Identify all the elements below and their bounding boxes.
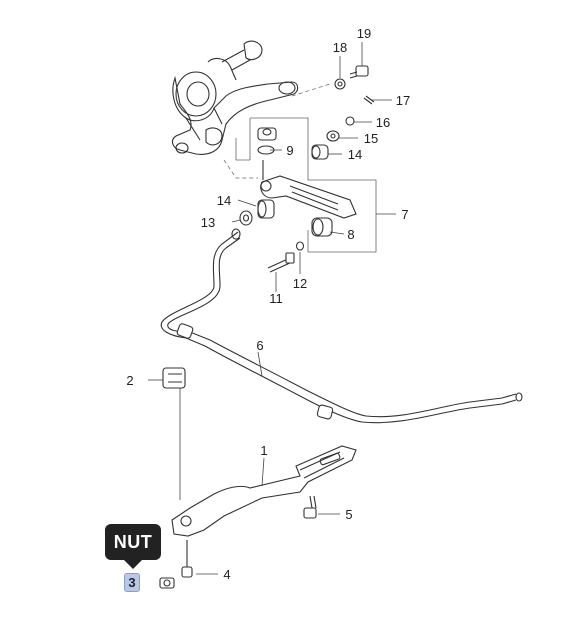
callout-14-lower[interactable]: 14 [217,193,231,208]
part-14-bushing-lower[interactable] [257,199,275,219]
steering-knuckle[interactable] [171,40,299,155]
part-name-tooltip: NUT [105,524,161,560]
part-14-bushing-upper[interactable] [311,144,329,160]
callout-15[interactable]: 15 [364,131,378,146]
callout-3-highlighted[interactable]: 3 [124,573,140,592]
part-2-bushing[interactable] [162,367,186,389]
callout-5[interactable]: 5 [345,507,352,522]
link-assembly-box [250,117,377,253]
stabilizer-bar[interactable] [160,228,523,424]
knuckle-bracket-box [235,138,250,161]
callout-12[interactable]: 12 [293,276,307,291]
tooltip-arrow [124,560,142,569]
part-15-washer[interactable] [326,130,340,142]
callout-7[interactable]: 7 [401,207,408,222]
callout-6[interactable]: 6 [256,338,263,353]
leader-lines [148,42,396,575]
callout-4[interactable]: 4 [223,567,230,582]
part-11-bolt[interactable] [267,252,295,273]
part-18-washer[interactable] [334,78,346,90]
part-4-bolt[interactable] [181,540,193,578]
part-1-bracket[interactable] [171,445,357,537]
callout-9[interactable]: 9 [286,143,293,158]
callout-11[interactable]: 11 [269,291,283,306]
callout-8[interactable]: 8 [347,227,354,242]
callout-17[interactable]: 17 [396,93,410,108]
part-9-cap[interactable] [257,127,277,155]
callout-2[interactable]: 2 [126,373,133,388]
part-17-cotter-pin[interactable] [363,95,375,105]
stabilizer-link-arm[interactable] [260,160,357,219]
knuckle-guide-line-2 [223,159,258,179]
part-3-nut[interactable] [159,577,175,589]
callout-14-upper[interactable]: 14 [348,147,362,162]
part-5-bolt[interactable] [303,495,317,519]
callout-16[interactable]: 16 [376,115,390,130]
callout-18[interactable]: 18 [333,40,347,55]
part-8-bushing[interactable] [311,217,333,237]
callout-19[interactable]: 19 [357,26,371,41]
part-13-washer[interactable] [239,210,253,226]
callout-1[interactable]: 1 [260,443,267,458]
callout-13[interactable]: 13 [201,215,215,230]
part-16-nut[interactable] [345,116,355,126]
part-12-washer[interactable] [295,241,305,251]
part-19-bolt[interactable] [349,65,369,79]
